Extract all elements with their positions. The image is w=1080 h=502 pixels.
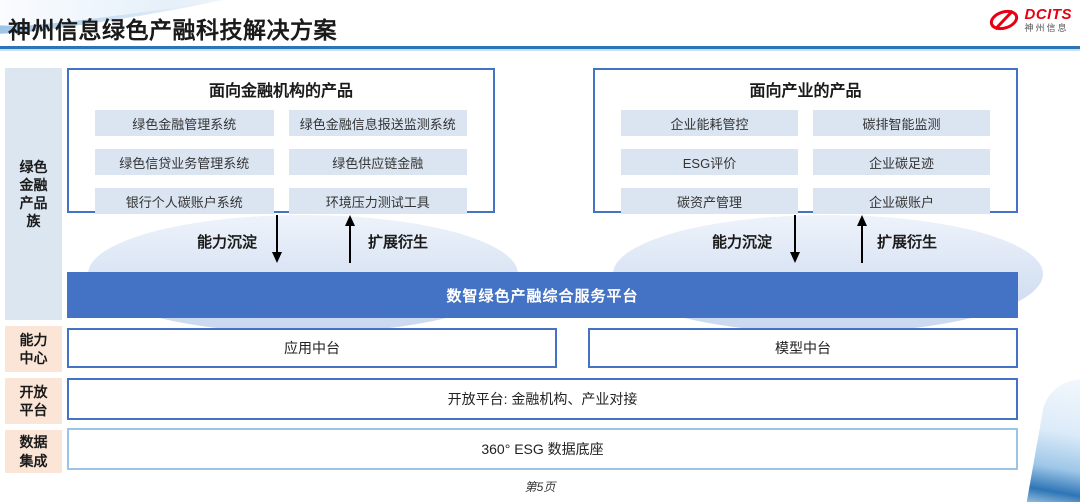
product-item: 环境压力测试工具 [288,188,467,214]
sidebar-label-open-platform: 开放平台 [5,378,62,424]
financial-products-box: 面向金融机构的产品 绿色金融管理系统 绿色金融信息报送监测系统 绿色信贷业务管理… [67,68,495,214]
product-item: 碳排智能监测 [813,110,990,136]
logo-company-text: 神州信息 [1024,23,1069,33]
logo-brand-text: DCITS [1024,6,1072,23]
flow-label-extend-left: 扩展衍生 [368,234,429,251]
esg-data-base-box: 360° ESG 数据底座 [67,428,1018,470]
group-title-financial: 面向金融机构的产品 [208,83,353,100]
company-logo: DCITS 神州信息 [987,7,1073,33]
product-item: 银行个人碳账户系统 [95,188,274,214]
down-arrow-icon [272,215,282,263]
page-title: 神州信息绿色产融科技解决方案 [8,17,337,43]
product-item: 绿色信贷业务管理系统 [95,149,274,175]
dcits-swoosh-icon [987,7,1021,33]
platform-banner: 数智绿色产融综合服务平台 [67,272,1018,318]
flow-label-extend-right: 扩展衍生 [877,234,938,251]
product-item: 绿色金融管理系统 [95,110,274,136]
app-middle-platform-box: 应用中台 [67,328,557,368]
page-number: 第5页 [524,480,556,494]
model-middle-platform-box: 模型中台 [588,328,1018,368]
product-item: 企业碳账户 [813,188,990,214]
product-item: 企业能耗管控 [621,110,798,136]
up-arrow-icon [857,215,867,263]
sidebar-label-data-integration: 数据集成 [5,430,62,473]
title-divider [0,46,1080,51]
product-item: 绿色供应链金融 [288,149,467,175]
group-title-industry: 面向产业的产品 [749,83,862,100]
product-item: 绿色金融信息报送监测系统 [288,110,467,136]
industry-products-box: 面向产业的产品 企业能耗管控 碳排智能监测 ESG评价 企业碳足迹 碳资产管理 … [593,68,1018,214]
down-arrow-icon [790,215,800,263]
flow-label-capability-left: 能力沉淀 [197,234,258,251]
product-item: ESG评价 [621,149,798,175]
sidebar-label-product-family: 绿色金融产品族 [5,68,62,320]
flow-label-capability-right: 能力沉淀 [712,234,773,251]
open-platform-box: 开放平台: 金融机构、产业对接 [67,378,1018,420]
product-item: 企业碳足迹 [813,149,990,175]
sidebar-label-capability-center: 能力中心 [5,326,62,372]
up-arrow-icon [345,215,355,263]
product-item: 碳资产管理 [621,188,798,214]
